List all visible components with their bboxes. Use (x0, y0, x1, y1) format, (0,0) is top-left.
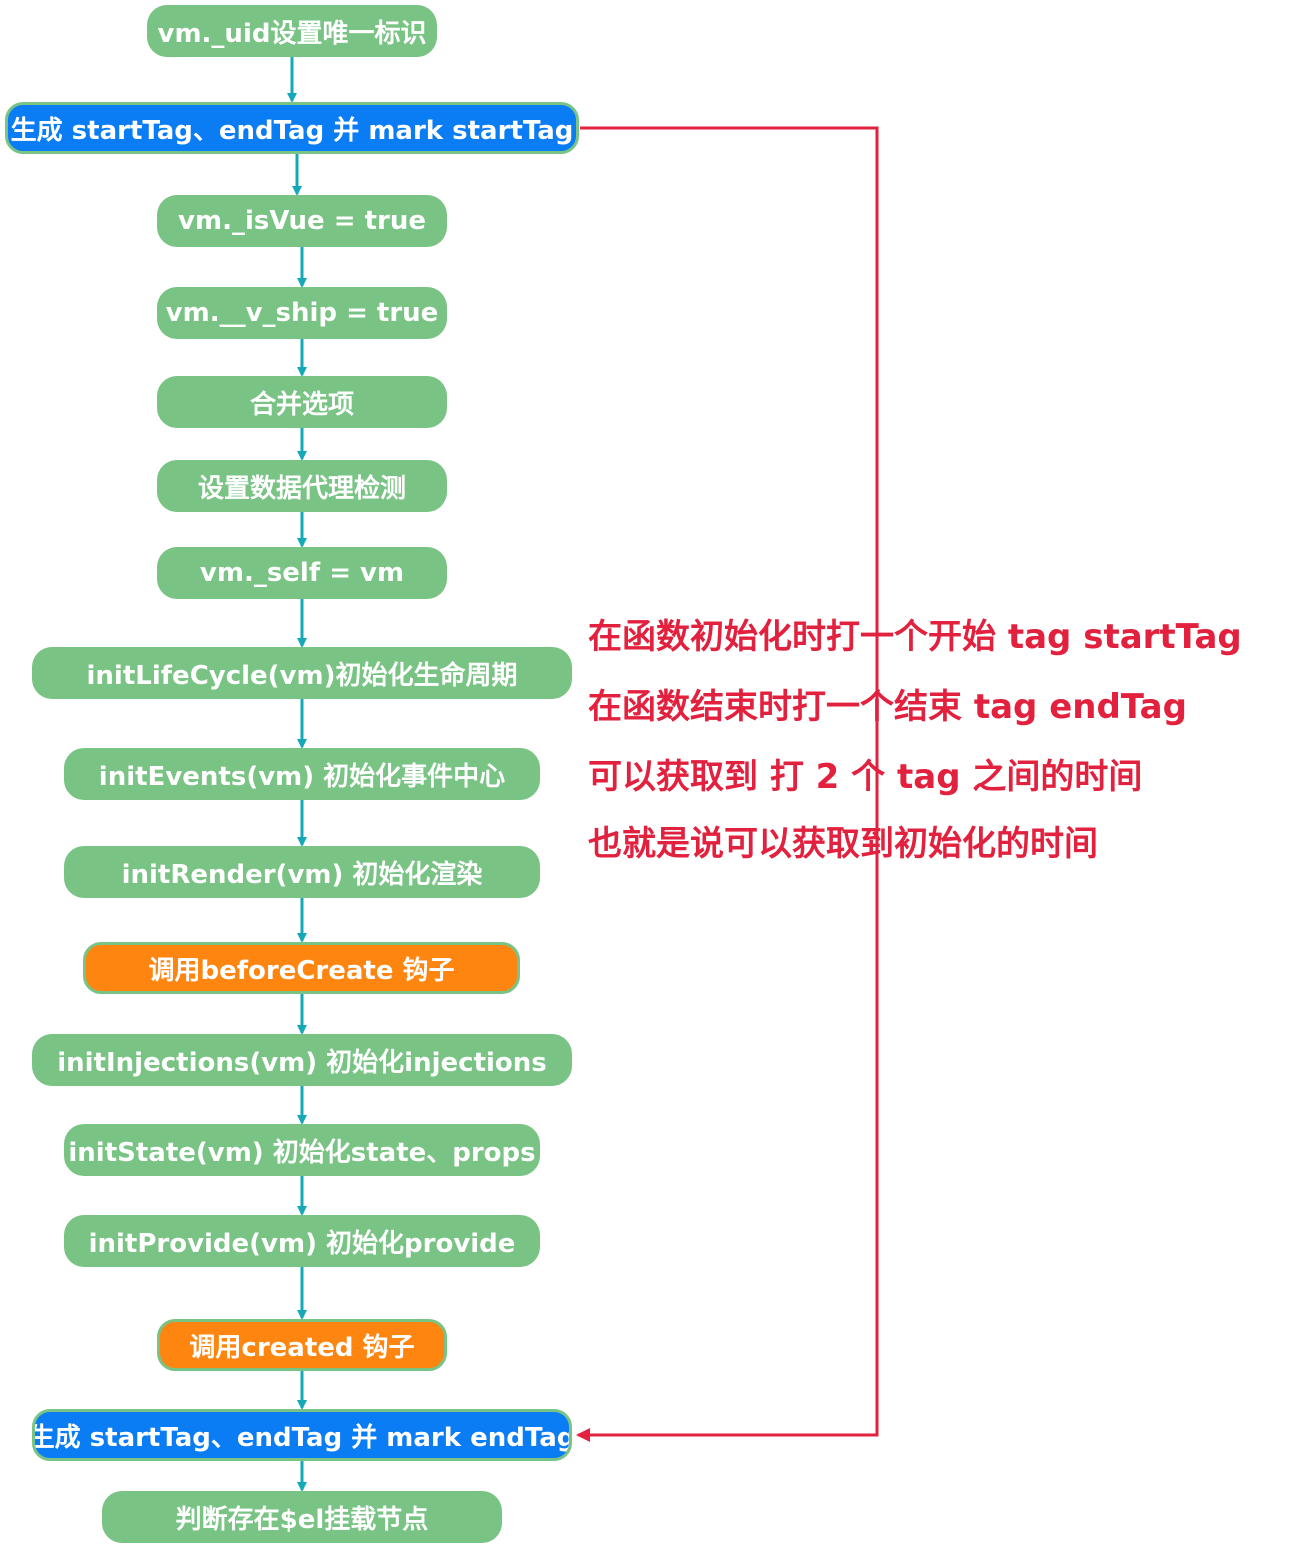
node-events: initEvents(vm) 初始化事件中心 (64, 748, 540, 800)
node-isvue: vm._isVue = true (157, 195, 447, 247)
annotation-line-end-tag: 在函数结束时打一个结束 tag endTag (588, 687, 1187, 727)
node-created: 调用created 钩子 (157, 1319, 447, 1371)
node-mark-start: 生成 startTag、endTag 并 mark startTag (5, 102, 579, 154)
node-proxy: 设置数据代理检测 (157, 460, 447, 512)
node-render: initRender(vm) 初始化渲染 (64, 846, 540, 898)
node-injections: initInjections(vm) 初始化injections (32, 1034, 572, 1086)
node-mount: 判断存在$el挂载节点 (102, 1491, 502, 1543)
node-merge: 合并选项 (157, 376, 447, 428)
node-mark-end: 生成 startTag、endTag 并 mark endTag (32, 1409, 572, 1461)
annotation-line-init-time: 也就是说可以获取到初始化的时间 (588, 824, 1098, 864)
node-provide: initProvide(vm) 初始化provide (64, 1215, 540, 1267)
node-state: initState(vm) 初始化state、props (64, 1124, 540, 1176)
node-beforecreate: 调用beforeCreate 钩子 (83, 942, 520, 994)
node-self: vm._self = vm (157, 547, 447, 599)
annotation-line-interval: 可以获取到 打 2 个 tag 之间的时间 (588, 757, 1143, 797)
node-uid: vm._uid设置唯一标识 (147, 5, 437, 57)
node-lifecycle: initLifeCycle(vm)初始化生命周期 (32, 647, 572, 699)
annotation-line-start-tag: 在函数初始化时打一个开始 tag startTag (588, 617, 1242, 657)
node-vship: vm.__v_ship = true (157, 287, 447, 339)
